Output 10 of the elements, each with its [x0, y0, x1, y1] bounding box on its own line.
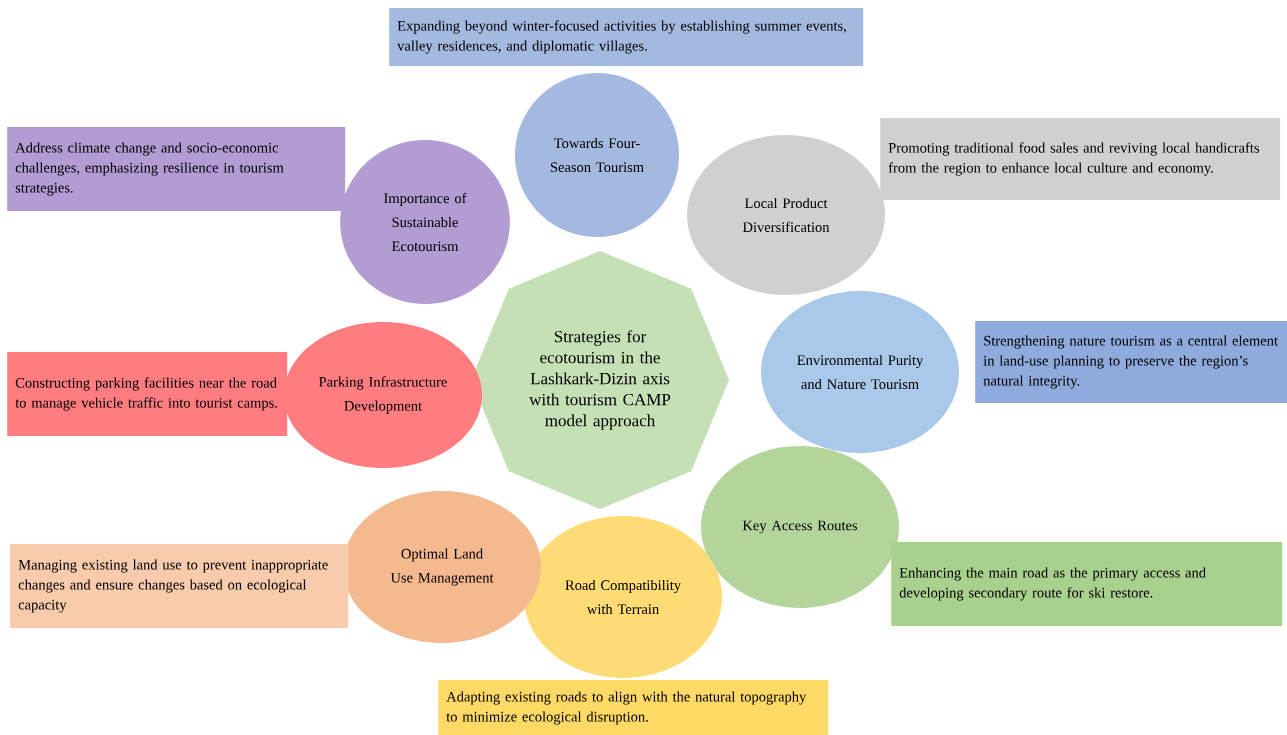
node-label: Constructing parking facilities near the road to manage vehicle traffic into tourist camps. [15, 377, 277, 411]
description-box: Adapting existing roads to align with the natural topography to minimize ecological disruption. [438, 680, 829, 735]
description-box: Managing existing land use to prevent inappropriate changes and ensure changes based on ecological capacity [10, 544, 349, 628]
description-box: Strengthening nature tourism as a central element in land-use planning to preserve the region’s natural integrity. [975, 321, 1287, 403]
description-box: Expanding beyond winter-focused activities by establishing summer events, valley residences, and diplomatic villages. [389, 8, 864, 66]
description-box: Address climate change and socio-economic challenges, emphasizing resilience in tourism strategies. [7, 127, 346, 211]
strategy-octagon: Strategies for ecotourism in the Lashkark-Dizin axis with tourism CAMP model approach [471, 251, 729, 509]
description-box: Promoting traditional food sales and reviving local handicrafts from the region to enhance local culture and economy. [880, 118, 1281, 200]
description-box: Enhancing the main road as the primary access and developing secondary route for ski restore. [891, 542, 1283, 626]
description-box: Constructing parking facilities near the road to manage vehicle traffic into tourist camps. [7, 352, 288, 436]
